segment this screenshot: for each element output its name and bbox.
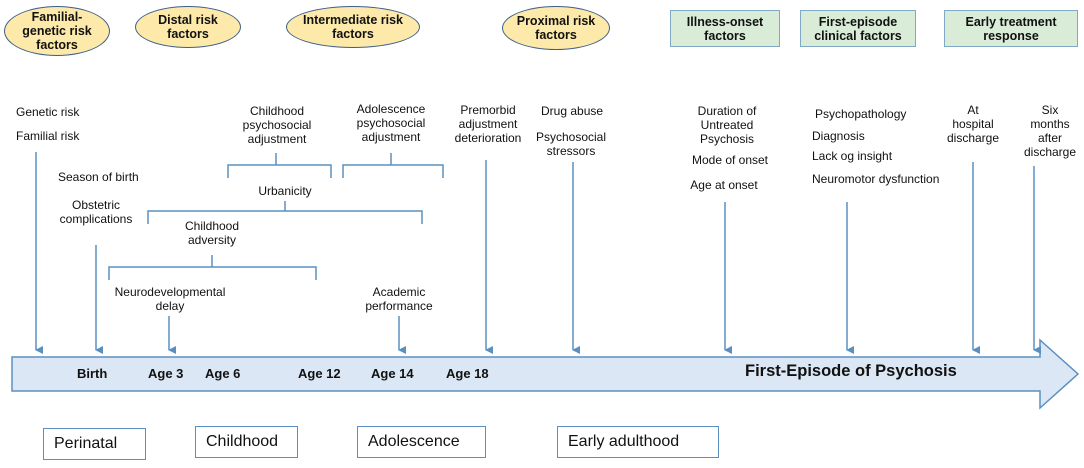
- timeline-age18: Age 18: [446, 366, 489, 381]
- label-dup: Duration of Untreated Psychosis: [698, 104, 757, 146]
- timeline-age14: Age 14: [371, 366, 414, 381]
- label-dup-line2: Untreated: [700, 118, 754, 132]
- label-six-line4: discharge: [1023, 145, 1077, 159]
- label-season-of-birth: Season of birth: [58, 170, 139, 184]
- label-obstetric-line1: Obstetric: [71, 198, 121, 212]
- label-at-hospital-discharge: At hospital discharge: [947, 103, 999, 145]
- label-discharge-line1: At: [967, 103, 979, 117]
- bracket-adversity: [108, 255, 317, 280]
- label-age-at-onset: Age at onset: [690, 178, 758, 192]
- bracket-urbanicity: [147, 201, 423, 224]
- label-neuromotor-dysfunction: Neuromotor dysfunction: [812, 172, 940, 186]
- label-premorbid-line3: deterioration: [454, 131, 522, 145]
- label-obstetric: Obstetric complications: [60, 198, 133, 226]
- timeline-age3: Age 3: [148, 366, 184, 381]
- category-distal-text: Distal risk factors: [158, 13, 218, 41]
- label-lack-of-insight: Lack og insight: [812, 149, 893, 163]
- label-neurodev-line1: Neurodevelopmental: [114, 285, 226, 299]
- label-stressors-line2: stressors: [546, 144, 596, 158]
- label-stressors-line1: Psychosocial: [535, 130, 607, 144]
- category-illness-onset-text: Illness-onset factors: [686, 14, 764, 43]
- label-drug-abuse: Drug abuse: [541, 104, 604, 118]
- label-urbanicity: Urbanicity: [258, 184, 312, 198]
- period-childhood: Childhood: [195, 426, 298, 458]
- label-mode-of-onset: Mode of onset: [691, 153, 769, 167]
- label-academic-line2: performance: [365, 299, 433, 313]
- bracket-adolescence-psy: [342, 153, 444, 178]
- label-adolescence-psychosocial: Adolescence psychosocial adjustment: [357, 102, 426, 144]
- period-childhood-text: Childhood: [206, 433, 279, 450]
- label-childhood-psychosocial: Childhood psychosocial adjustment: [243, 104, 312, 146]
- label-adversity-line1: Childhood: [184, 219, 240, 233]
- label-discharge-line2: hospital: [952, 117, 994, 131]
- label-premorbid-line2: adjustment: [458, 117, 518, 131]
- label-adolescence-psy-line3: adjustment: [361, 130, 421, 144]
- label-neurodev-line2: delay: [155, 299, 185, 313]
- label-dup-line3: Psychosis: [699, 132, 755, 146]
- label-academic-line1: Academic: [372, 285, 426, 299]
- category-early-treatment: Early treatment response: [944, 10, 1078, 47]
- label-discharge-line3: discharge: [946, 131, 1000, 145]
- period-perinatal: Perinatal: [43, 428, 146, 460]
- category-first-episode-text: First-episode clinical factors: [814, 14, 902, 43]
- label-six-line1: Six: [1041, 103, 1059, 117]
- category-intermediate: Intermediate risk factors: [286, 6, 420, 48]
- timeline-age6: Age 6: [205, 366, 241, 381]
- label-adolescence-psy-line2: psychosocial: [356, 116, 426, 130]
- label-childhood-psy-line1: Childhood: [249, 104, 305, 118]
- timeline-age12: Age 12: [298, 366, 341, 381]
- label-neurodevelopmental-delay: Neurodevelopmental delay: [115, 285, 226, 313]
- category-proximal: Proximal risk factors: [502, 6, 610, 50]
- label-premorbid: Premorbid adjustment deterioration: [455, 103, 522, 145]
- label-genetic-risk: Genetic risk: [16, 105, 80, 119]
- category-proximal-text: Proximal risk factors: [516, 14, 596, 42]
- timeline-arrow: [11, 338, 1080, 410]
- label-six-line2: months: [1030, 117, 1070, 131]
- label-adversity-line2: adversity: [187, 233, 237, 247]
- category-early-treatment-text: Early treatment response: [965, 14, 1057, 43]
- label-psychosocial-stressors: Psychosocial stressors: [536, 130, 606, 158]
- category-first-episode: First-episode clinical factors: [800, 10, 916, 47]
- timeline-first-episode: First-Episode of Psychosis: [745, 362, 957, 380]
- label-obstetric-line2: complications: [59, 212, 133, 226]
- bracket-childhood-psy: [227, 153, 332, 178]
- label-familial-risk: Familial risk: [16, 129, 80, 143]
- label-six-line3: after: [1037, 131, 1062, 145]
- period-adolescence: Adolescence: [357, 426, 486, 458]
- period-perinatal-text: Perinatal: [54, 435, 118, 452]
- label-childhood-psy-line3: adjustment: [247, 132, 307, 146]
- label-six-months-after-discharge: Six months after discharge: [1024, 103, 1076, 159]
- label-academic-performance: Academic performance: [365, 285, 432, 313]
- label-diagnosis: Diagnosis: [812, 129, 865, 143]
- period-early-adulthood: Early adulthood: [557, 426, 719, 458]
- category-intermediate-text: Intermediate risk factors: [302, 13, 404, 41]
- label-premorbid-line1: Premorbid: [460, 103, 516, 117]
- label-childhood-adversity: Childhood adversity: [185, 219, 239, 247]
- category-familial-genetic: Familial-genetic risk factors: [4, 6, 110, 56]
- period-early-adulthood-text: Early adulthood: [568, 433, 680, 450]
- category-distal: Distal risk factors: [135, 6, 241, 48]
- timeline-birth: Birth: [77, 366, 108, 381]
- label-childhood-psy-line2: psychosocial: [242, 118, 312, 132]
- label-adolescence-psy-line1: Adolescence: [356, 102, 426, 116]
- category-familial-text: Familial-genetic risk factors: [22, 10, 92, 52]
- period-adolescence-text: Adolescence: [368, 433, 460, 450]
- category-illness-onset: Illness-onset factors: [670, 10, 780, 47]
- label-psychopathology: Psychopathology: [815, 107, 907, 121]
- label-dup-line1: Duration of: [697, 104, 757, 118]
